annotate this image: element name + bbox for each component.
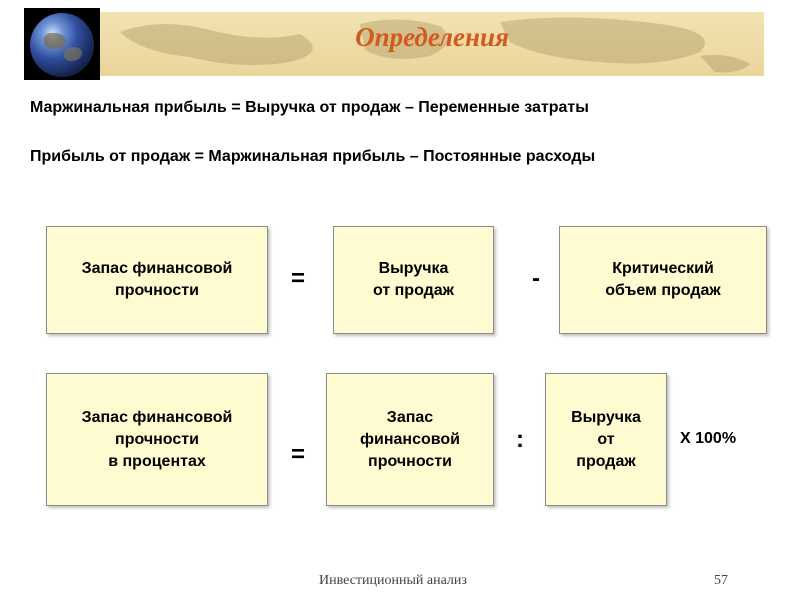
page-title: Определения [355,22,509,52]
formula-sales-profit: Прибыль от продаж = Маржинальная прибыль… [30,148,596,165]
divide-operator: : [516,426,524,453]
box-safety-margin: Запас финансовой прочности [46,226,268,334]
header-bar [100,12,764,76]
box-sales-revenue: Выручка от продаж [545,373,667,506]
footer-course-title: Инвестиционный анализ [319,573,467,588]
minus-operator: - [532,265,540,292]
equals-operator: = [290,441,305,468]
box-safety-margin: Запас финансовой прочности [326,373,494,506]
multiplier-label: Х 100% [680,430,737,447]
equals-operator: = [290,265,305,292]
box-sales-revenue: Выручка от продаж [333,226,494,334]
globe-icon [30,13,94,77]
box-safety-margin-percent: Запас финансовой прочности в процентах [46,373,268,506]
box-breakeven-volume: Критический объем продаж [559,226,767,334]
page-number: 57 [714,573,728,588]
formula-marginal-profit: Маржинальная прибыль = Выручка от продаж… [30,99,589,116]
logo-frame [24,8,100,80]
world-map-background [120,17,750,73]
